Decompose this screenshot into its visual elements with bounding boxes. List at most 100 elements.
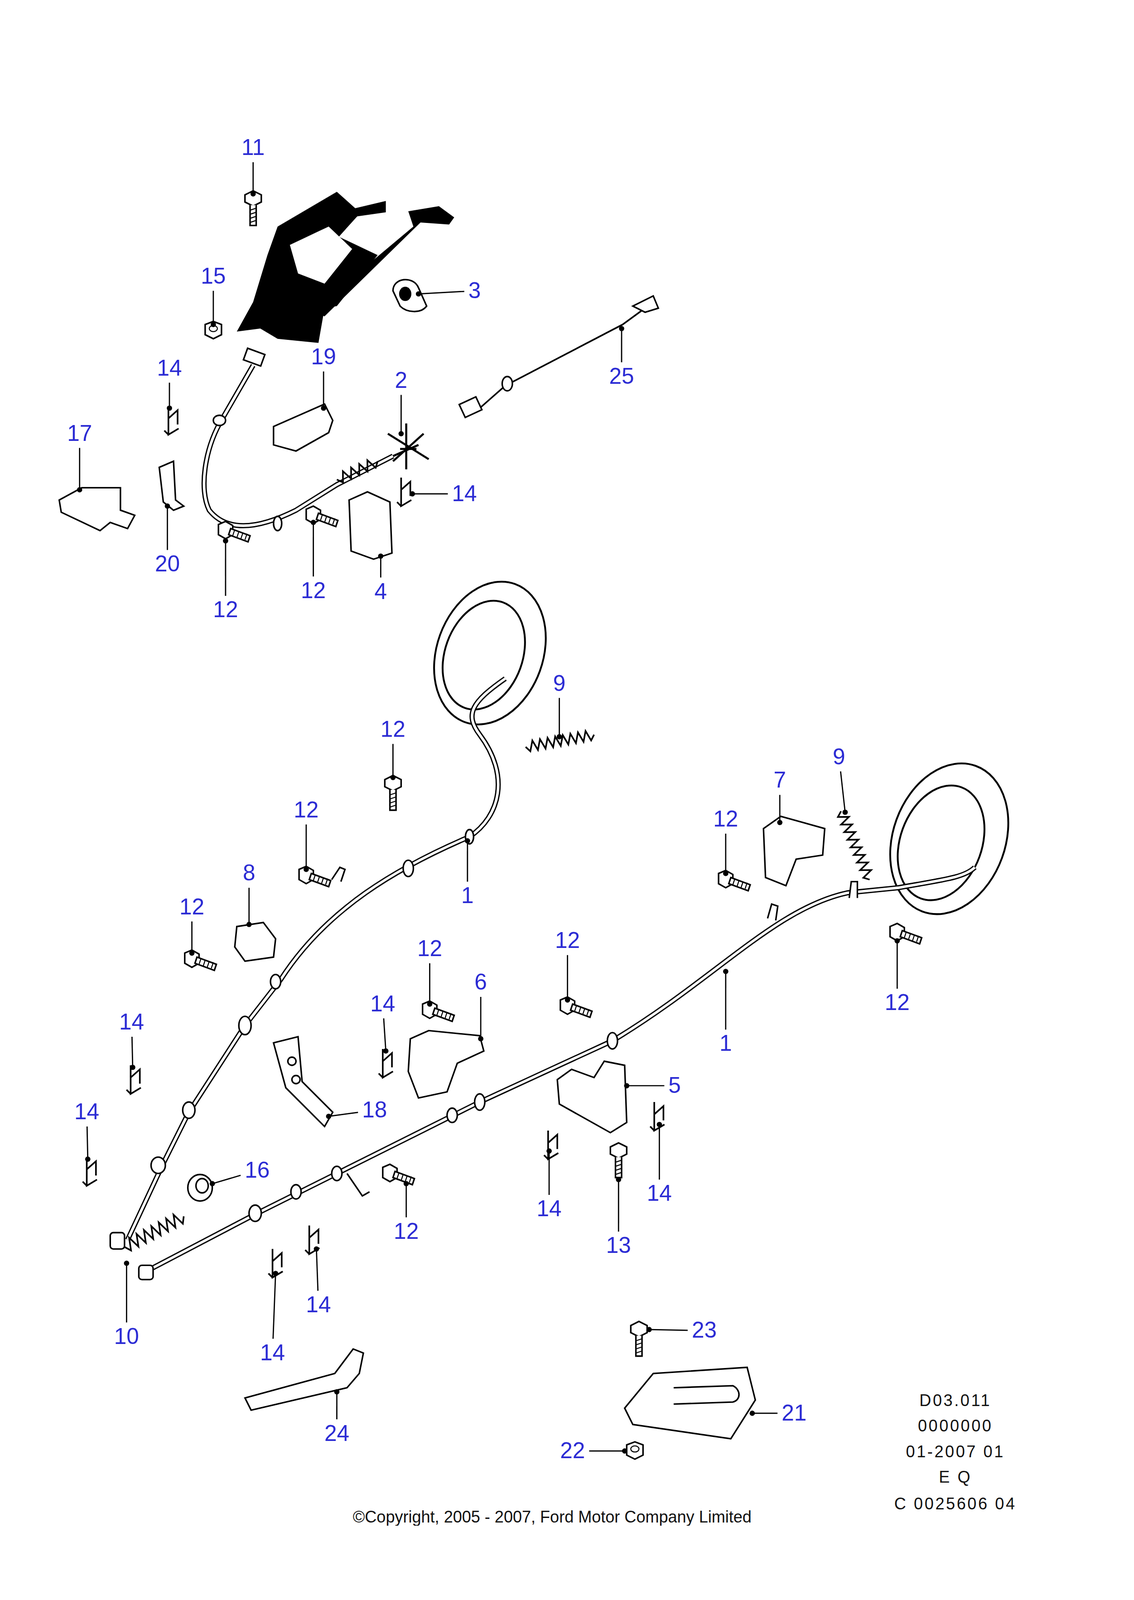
leader-dot bbox=[564, 997, 571, 1003]
callout-number: 2 bbox=[393, 369, 409, 392]
leader-dot bbox=[398, 430, 405, 437]
leader-line bbox=[328, 1112, 358, 1117]
bracket bbox=[59, 487, 136, 531]
leader-line bbox=[752, 1412, 778, 1414]
spring-coil bbox=[838, 810, 872, 880]
nut bbox=[205, 321, 222, 339]
front-cable bbox=[213, 415, 226, 426]
leader-line bbox=[649, 1329, 688, 1331]
leader-line bbox=[626, 1085, 665, 1087]
drawing-code: D03.011 bbox=[919, 1392, 992, 1410]
spring bbox=[124, 460, 872, 1251]
clip bbox=[82, 1157, 97, 1186]
cable-sleeve bbox=[607, 1032, 618, 1049]
bracket bbox=[291, 1075, 300, 1084]
callout-number: 7 bbox=[772, 769, 787, 792]
leader-dot bbox=[723, 968, 729, 975]
leader-dot bbox=[618, 325, 625, 332]
callout-number: 16 bbox=[243, 1158, 271, 1182]
bolt bbox=[382, 1163, 415, 1185]
callout-number: 11 bbox=[240, 136, 266, 160]
wire-harness bbox=[459, 295, 659, 418]
leader-dot bbox=[464, 838, 471, 844]
leader-line bbox=[658, 1124, 661, 1180]
leader-dot bbox=[130, 1064, 136, 1071]
bushing bbox=[392, 279, 427, 312]
wire-harness bbox=[479, 308, 646, 409]
callout-number: 25 bbox=[608, 365, 636, 388]
clip bbox=[650, 1101, 665, 1131]
leader-dot bbox=[164, 503, 171, 509]
clip bbox=[396, 477, 412, 507]
callout-number: 18 bbox=[361, 1098, 389, 1122]
cable-sleeve bbox=[849, 881, 858, 898]
leader-line bbox=[558, 697, 560, 737]
leader-line bbox=[78, 448, 81, 490]
leader-dot bbox=[246, 921, 252, 927]
leader-line bbox=[131, 1036, 133, 1068]
cable-sleeve bbox=[447, 1108, 458, 1123]
leader-dot bbox=[656, 1121, 663, 1128]
clip bbox=[164, 405, 179, 435]
callout-number: 14 bbox=[155, 357, 184, 380]
rear-cable bbox=[127, 678, 506, 1241]
callout-number: 9 bbox=[831, 745, 847, 769]
bolt bbox=[184, 190, 922, 1356]
callout-number: 1 bbox=[460, 884, 475, 908]
bracket bbox=[234, 816, 825, 1439]
grommet bbox=[188, 1174, 213, 1202]
front-cable bbox=[243, 348, 265, 367]
callout-number: 24 bbox=[323, 1422, 351, 1445]
leader-dot bbox=[409, 491, 415, 497]
bolt bbox=[890, 923, 922, 944]
leader-dot bbox=[320, 405, 327, 411]
leader-line bbox=[621, 328, 623, 362]
leader-line bbox=[724, 833, 727, 874]
leader-line bbox=[617, 1179, 620, 1232]
leader-line bbox=[588, 1450, 625, 1452]
leader-dot bbox=[842, 809, 849, 816]
clip bbox=[305, 1225, 320, 1255]
bolt bbox=[560, 996, 593, 1018]
leader-dot bbox=[326, 1113, 332, 1120]
leader-line bbox=[429, 963, 431, 1004]
copyright-note: ©Copyright, 2005 - 2007, Ford Motor Comp… bbox=[352, 1509, 752, 1526]
leader-dot bbox=[415, 291, 422, 297]
cable-sleeve bbox=[767, 903, 778, 921]
drawing-code: E Q bbox=[938, 1469, 972, 1486]
leader-dot bbox=[615, 1176, 622, 1183]
leader-dot bbox=[85, 1156, 91, 1162]
bracket bbox=[287, 1056, 296, 1066]
callout-number: 21 bbox=[780, 1401, 808, 1425]
leader-line bbox=[336, 1391, 338, 1420]
leader-line bbox=[316, 1248, 318, 1291]
cable-sleeve bbox=[182, 1101, 195, 1119]
callout-number: 12 bbox=[178, 895, 206, 919]
cable-sleeve bbox=[474, 1093, 486, 1110]
bolt bbox=[299, 866, 331, 887]
leader-dot bbox=[894, 937, 900, 944]
rear-cable bbox=[148, 867, 975, 1271]
cable-sleeve bbox=[110, 1232, 125, 1249]
leader-dot bbox=[623, 1082, 630, 1089]
callout-number: 23 bbox=[690, 1319, 719, 1342]
bracket bbox=[673, 1385, 739, 1405]
leader-dot bbox=[723, 870, 729, 877]
clip bbox=[268, 1248, 284, 1278]
spring-coil bbox=[336, 460, 378, 483]
leader-dot bbox=[556, 733, 563, 740]
clip bbox=[82, 405, 665, 1278]
cable-sleeve bbox=[270, 974, 281, 990]
front-cable bbox=[273, 516, 282, 531]
equalizer bbox=[387, 423, 429, 470]
leader-line bbox=[480, 996, 482, 1039]
bracket bbox=[348, 491, 392, 560]
leader-line bbox=[380, 555, 382, 578]
leader-line bbox=[466, 840, 469, 882]
callout-number: 12 bbox=[212, 598, 240, 622]
callout-number: 14 bbox=[450, 482, 478, 506]
callout-number: 5 bbox=[667, 1074, 682, 1097]
callout-number: 12 bbox=[299, 579, 328, 603]
bolt bbox=[218, 521, 251, 542]
